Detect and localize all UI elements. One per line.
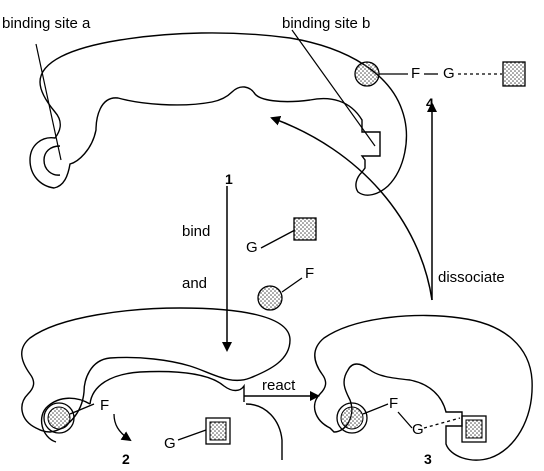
receptor-3: [315, 315, 533, 460]
bound-ball-2: [48, 407, 70, 429]
compound-number-3: 3: [424, 452, 432, 466]
f-g-bond-3: [398, 412, 412, 428]
compound-number-1: 1: [225, 172, 233, 186]
atom-f-complex-2: F: [100, 398, 109, 413]
receptor-1: [30, 33, 406, 195]
substrate-g-square: [261, 218, 316, 248]
label-react: react: [262, 378, 295, 393]
label-bind: bind: [182, 224, 210, 239]
compound-number-2: 2: [122, 452, 130, 466]
atom-g-complex-3: G: [412, 422, 424, 437]
product-4: [355, 62, 525, 86]
label-binding-site-a: binding site a: [2, 16, 90, 31]
ball-f-bond-2: [70, 404, 94, 414]
label-and: and: [182, 276, 207, 291]
approach-arrow: [114, 414, 130, 440]
atom-f-product: F: [411, 66, 420, 81]
atom-g-complex-2: G: [164, 436, 176, 451]
atom-g-substrate: G: [246, 240, 258, 255]
label-binding-site-b: binding site b: [282, 16, 370, 31]
pointer-line-site-a: [36, 44, 61, 160]
pointer-line-site-b: [292, 30, 375, 146]
compound-number-4: 4: [426, 96, 434, 110]
bound-ball-3: [341, 407, 363, 429]
g-square-bond-2: [178, 430, 206, 440]
bound-square-3: [466, 420, 482, 438]
receptor-2: [22, 308, 290, 460]
label-dissociate: dissociate: [438, 270, 505, 285]
atom-f-substrate: F: [305, 266, 314, 281]
recycle-arrow: [272, 118, 432, 300]
atom-g-product: G: [443, 66, 455, 81]
bound-square-2: [210, 422, 226, 440]
ball-f-bond-3: [363, 404, 388, 414]
substrate-circle-f: [258, 278, 302, 310]
atom-f-complex-3: F: [389, 396, 398, 411]
